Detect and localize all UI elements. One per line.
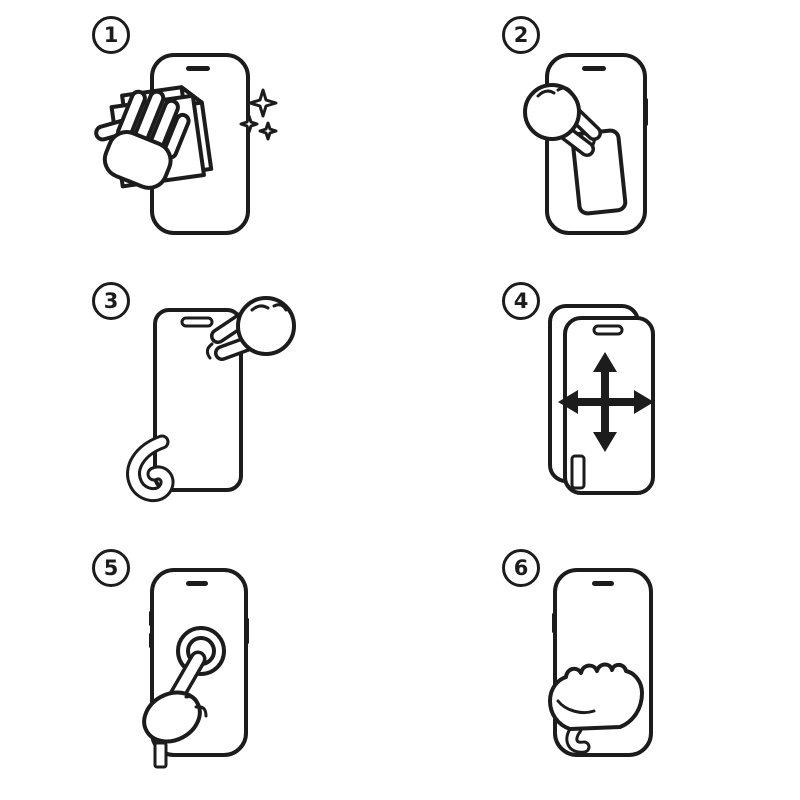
sparkles-icon [239,88,278,141]
step-5: 5 [0,533,400,800]
step-2-number: 2 [513,23,529,47]
step-4-illustration align-protector-with-arrows-icon [548,304,655,495]
step-3-number: 3 [103,289,119,313]
step-3: 3 [0,266,400,533]
step-2-illustration peel-film-from-screen-icon [523,53,648,235]
step-4-number-badge: 4 [502,282,540,320]
step-1-number: 1 [103,23,119,47]
step-4-number: 4 [513,289,529,313]
step-2-number-badge: 2 [502,16,540,54]
step-1-illustration clean-screen-with-cloth-icon [94,53,278,235]
step-5-number-badge: 5 [92,549,130,587]
step-2: 2 [400,0,800,266]
alignment-arrows-icon [558,352,654,452]
step-6: 6 [400,533,800,800]
step-6-illustration smooth-out-with-hand-icon [548,568,653,757]
step-3-illustration hold-protector-peel-backing-icon [126,296,296,502]
step-6-number: 6 [513,556,529,580]
step-4: 4 [400,266,800,533]
pinching-hand-icon [523,83,602,157]
step-6-number-badge: 6 [502,549,540,587]
pressing-fist-icon [548,662,644,754]
pointing-finger-icon [142,650,208,744]
pinching-hand-icon [205,296,296,361]
curled-backing-icon [126,434,175,502]
wiping-hand-icon [94,89,191,190]
step-5-illustration tap-press-center-of-screen-icon [142,568,249,769]
step-5-number: 5 [103,556,119,580]
step-3-number-badge: 3 [92,282,130,320]
step-1-number-badge: 1 [92,16,130,54]
step-1: 1 [0,0,400,266]
